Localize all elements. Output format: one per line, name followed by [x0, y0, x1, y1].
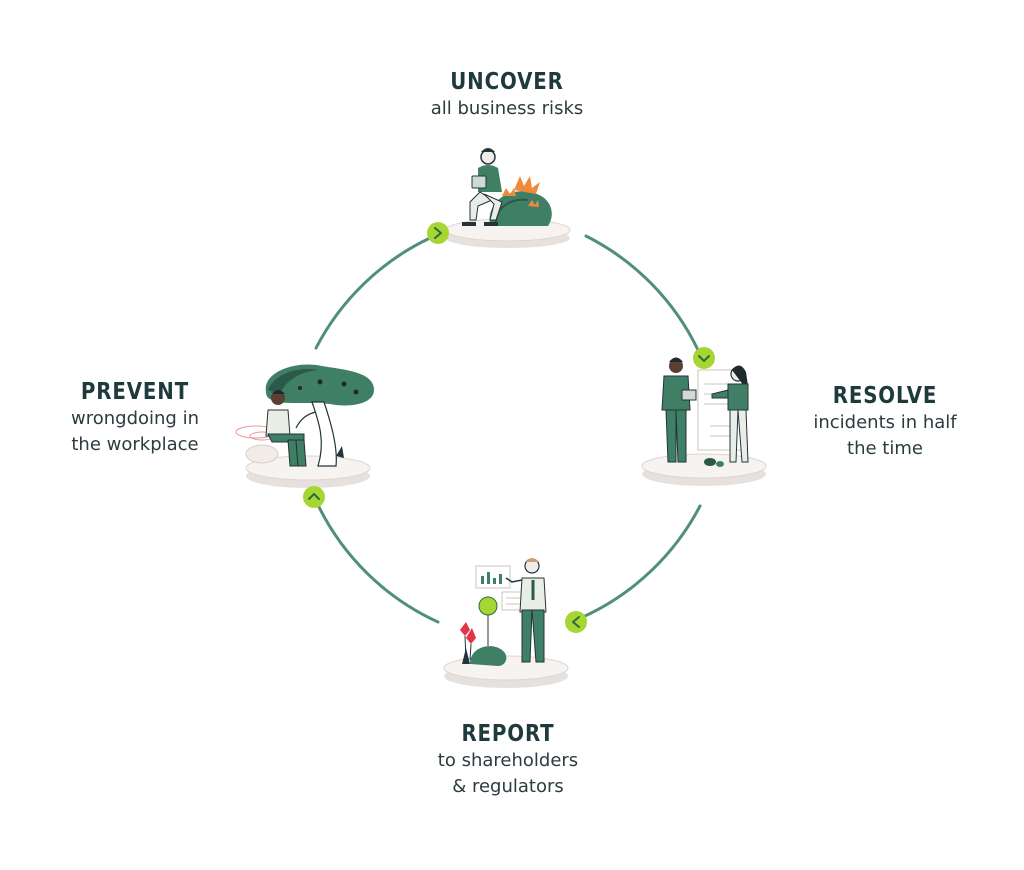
stage-description-uncover: all business risks	[430, 98, 584, 119]
chevron-left-icon	[572, 616, 580, 628]
stage-prevent: PREVENT wrongdoing in the workplace	[40, 378, 230, 458]
two-people-at-whiteboard-icon	[641, 357, 767, 486]
person-sitting-under-tree-icon	[235, 364, 374, 488]
arrow-badge-resolve	[693, 347, 715, 369]
arrow-badge-report	[565, 611, 587, 633]
stage-title-report: REPORT	[461, 721, 555, 747]
chevron-up-icon	[308, 493, 320, 500]
stage-uncover: UNCOVER all business risks	[362, 68, 652, 122]
chevron-down-icon	[698, 355, 710, 362]
cycle-ring	[314, 234, 702, 624]
arrow-badge-prevent	[303, 486, 325, 508]
ring-arc-report-to-prevent	[316, 503, 440, 624]
stage-title-resolve: RESOLVE	[832, 383, 938, 409]
stage-title-uncover: UNCOVER	[450, 69, 564, 95]
ring-arc-prevent-to-uncover	[314, 236, 432, 350]
stage-description-resolve: incidents in half the time	[813, 412, 957, 459]
stage-resolve: RESOLVE incidents in half the time	[780, 382, 990, 462]
stage-report: REPORT to shareholders & regulators	[378, 720, 638, 800]
arrow-badge-uncover	[427, 222, 449, 244]
person-presenting-chart-icon	[443, 558, 569, 688]
stage-title-prevent: PREVENT	[80, 379, 190, 405]
ring-arc-uncover-to-resolve	[584, 234, 700, 352]
stage-description-prevent: wrongdoing in the workplace	[71, 408, 199, 455]
person-with-tablet-on-rock-icon	[445, 148, 571, 248]
chevron-right-icon	[434, 227, 442, 239]
ring-arc-resolve-to-report	[583, 504, 702, 618]
stage-description-report: to shareholders & regulators	[437, 750, 579, 797]
